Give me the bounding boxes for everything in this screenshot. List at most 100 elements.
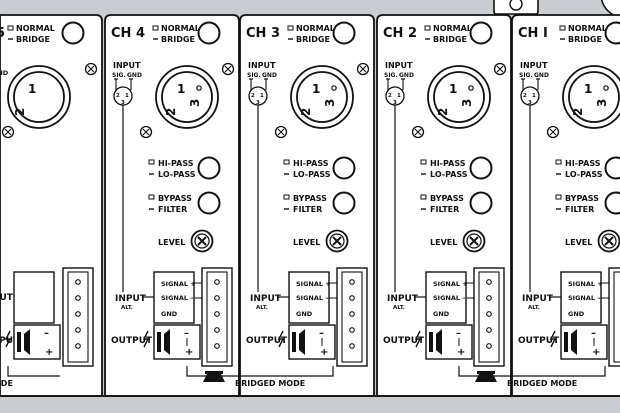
screw-terminal-strip[interactable] [201,267,233,367]
speaker-output-terminal[interactable]: – + [288,324,336,360]
hi-lo-pass-switch[interactable]: HI-PASS LO-PASS [148,156,221,180]
bypass-filter-switch[interactable]: BYPASS FILTER [148,191,221,215]
svg-text:ALT.: ALT. [528,305,540,311]
svg-text:HI-PASS: HI-PASS [565,159,601,168]
svg-text:SIG.: SIG. [519,72,533,79]
normal-bridge-switch[interactable]: NORMAL BRIDGE [7,21,85,45]
signal-terminal-block[interactable] [13,271,55,324]
svg-text:2: 2 [571,108,585,116]
screw-icon [356,62,370,76]
xlr-input-jack[interactable]: 1 2 3 [562,65,620,129]
screw-terminal-strip[interactable] [336,267,368,367]
bypass-button[interactable] [469,191,493,215]
bridged-mode-ch2-ch1: BRIDGED MODE [458,366,606,388]
top-screw-icon [509,0,523,11]
speaker-output-terminal[interactable]: – + [425,324,473,360]
bypass-filter-switch[interactable]: BYPASS FILTER [420,191,493,215]
normal-bridge-switch[interactable]: NORMAL BRIDGE [559,24,607,44]
svg-text:HI-PASS: HI-PASS [293,159,329,168]
svg-text:GND: GND [534,72,549,79]
svg-text:INPUT: INPUT [115,294,147,304]
mode-button[interactable] [332,21,356,45]
level-control[interactable]: LEVEL [158,229,214,253]
svg-text:BYPASS: BYPASS [430,194,464,203]
xlr-input-jack[interactable]: 1 2 3 [155,65,219,129]
mode-button[interactable] [61,21,85,45]
svg-text:BRIDGED MODE: BRIDGED MODE [235,379,305,388]
svg-text:HI-PASS: HI-PASS [158,159,194,168]
bridged-mode-ch4-ch3: BRIDGED MODE [186,366,334,388]
svg-text:SIGNAL +: SIGNAL + [296,280,331,288]
svg-text:NORMAL: NORMAL [161,24,200,33]
svg-text:1: 1 [397,93,401,99]
input-label: INPUT SIG. GND [384,61,414,79]
filter-mode-button[interactable] [604,156,620,180]
svg-text:NORMAL: NORMAL [16,24,55,33]
svg-text:1: 1 [312,82,320,96]
signal-terminal-block[interactable]: SIGNAL + SIGNAL – GND [425,271,474,324]
svg-text:GND: GND [262,72,277,79]
svg-text:BYPASS: BYPASS [565,194,599,203]
svg-text:LO-PASS: LO-PASS [293,170,331,179]
svg-text:GND: GND [127,72,142,79]
screw-icon [139,125,153,139]
speaker-output-terminal[interactable]: – + [153,324,201,360]
xlr-input-jack[interactable]: 1 2 [7,65,71,129]
svg-text:BRIDGE: BRIDGE [568,35,602,44]
signal-terminal-block[interactable]: SIGNAL + SIGNAL – GND [560,271,609,324]
svg-text:SIGNAL +: SIGNAL + [568,280,603,288]
bypass-filter-switch[interactable]: BYPASS FILTER [283,191,356,215]
svg-text:LEVEL: LEVEL [430,238,457,247]
output-label-partial: OUTPUT INPUT [0,293,20,348]
bypass-button[interactable] [604,191,620,215]
speaker-icon [203,371,225,382]
xlr-input-jack[interactable]: 1 2 3 [290,65,354,129]
svg-text:2: 2 [523,93,527,99]
svg-text:SIGNAL +: SIGNAL + [433,280,468,288]
screw-icon [274,125,288,139]
hi-lo-pass-switch[interactable]: HI-PASS LO-PASS [420,156,493,180]
screw-terminal-strip[interactable] [62,267,94,367]
svg-text:GND: GND [161,310,178,318]
svg-text:NORMAL: NORMAL [433,24,472,33]
level-control[interactable]: LEVEL [293,229,349,253]
filter-mode-button[interactable] [332,156,356,180]
svg-text:INPUT: INPUT [113,61,141,70]
signal-terminal-block[interactable]: SIGNAL + SIGNAL – GND [288,271,337,324]
svg-text:–: – [591,328,596,339]
svg-text:ALT.: ALT. [393,305,405,311]
svg-text:GND: GND [0,69,9,77]
channel-ch4: CH 4 INPUT SIG. GND 2 1 3 NORMAL BRIDGE [104,14,240,397]
svg-text:1: 1 [28,82,36,96]
mode-button[interactable] [469,21,493,45]
mode-button[interactable] [604,21,620,45]
svg-text:INPUT: INPUT [522,294,554,304]
speaker-output-terminal[interactable]: – + [13,324,61,360]
mode-button[interactable] [197,21,221,45]
normal-bridge-switch[interactable]: NORMAL BRIDGE [287,21,356,45]
filter-mode-button[interactable] [197,156,221,180]
svg-text:INPUT: INPUT [387,294,419,304]
screw-terminal-strip[interactable] [473,267,505,367]
speaker-output-terminal[interactable]: – + [560,324,608,360]
level-control[interactable]: LEVEL [430,229,486,253]
svg-text:ALT.: ALT. [121,305,133,311]
input-alt-label: INPUT ALT. [522,294,561,311]
bypass-button[interactable] [332,191,356,215]
bypass-filter-switch[interactable]: BYPASS FILTER [555,194,599,214]
channel-ch1: CH I INPUT SIG. GND 2 1 3 NORMAL BRIDGE [511,14,620,397]
hi-lo-pass-switch[interactable]: HI-PASS LO-PASS [283,156,356,180]
filter-mode-button[interactable] [469,156,493,180]
svg-text:LEVEL: LEVEL [293,238,320,247]
svg-text:LO-PASS: LO-PASS [430,170,468,179]
svg-text:BRIDGE: BRIDGE [161,35,195,44]
screw-icon [1,125,15,139]
normal-bridge-switch[interactable]: NORMAL BRIDGE [152,21,221,45]
svg-text:FILTER: FILTER [158,205,187,214]
hi-lo-pass-switch[interactable]: HI-PASS LO-PASS [555,159,603,179]
svg-text:LO-PASS: LO-PASS [565,170,603,179]
svg-text:SIGNAL –: SIGNAL – [161,294,194,302]
normal-bridge-switch[interactable]: NORMAL BRIDGE [424,21,493,45]
bypass-button[interactable] [197,191,221,215]
xlr-input-jack[interactable]: 1 2 3 [427,65,491,129]
